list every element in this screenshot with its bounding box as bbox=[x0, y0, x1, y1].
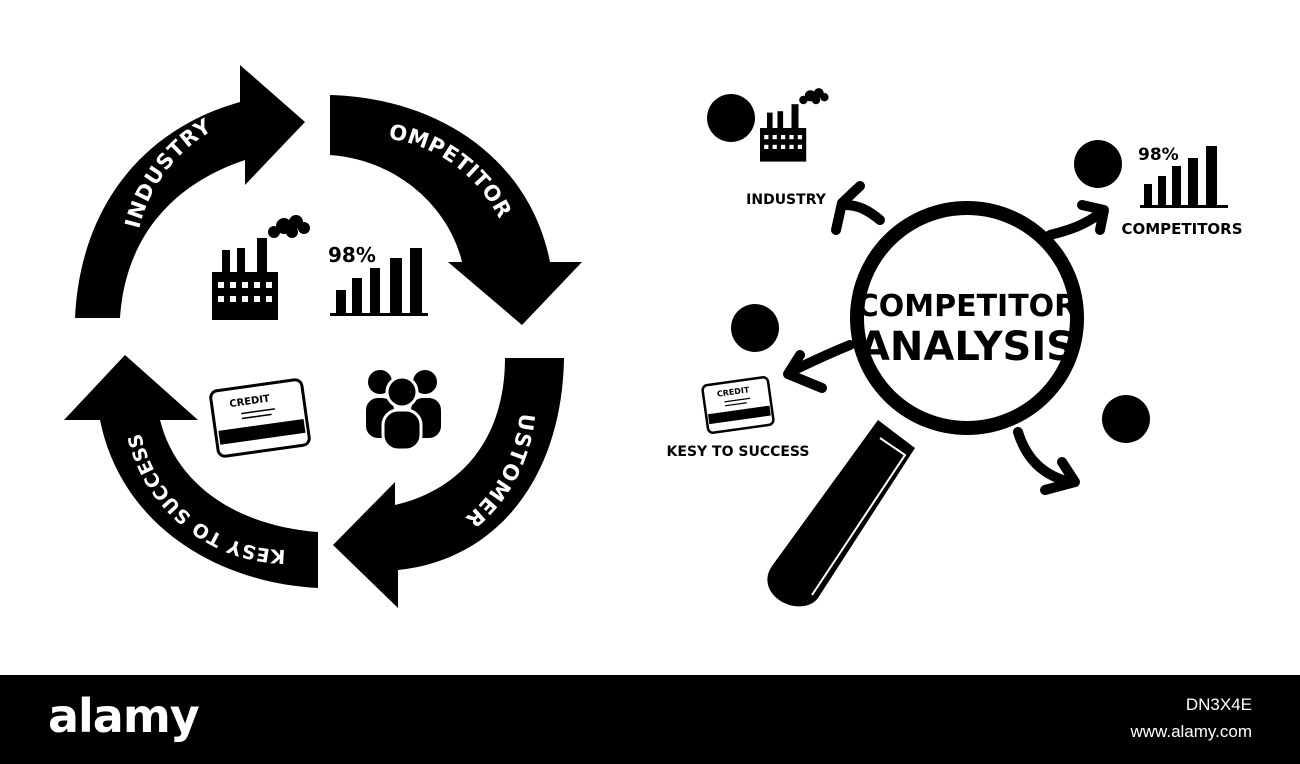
percent-label: 98% bbox=[328, 243, 376, 267]
competitors-arrow bbox=[330, 95, 582, 325]
alamy-logo: alamy bbox=[48, 689, 200, 743]
percent-label: 98% bbox=[1138, 145, 1179, 165]
people-icon bbox=[366, 370, 441, 452]
magnifier-handle bbox=[767, 420, 915, 607]
industry-caption: INDUSTRY bbox=[746, 192, 827, 208]
credit-card-icon: CREDIT bbox=[701, 376, 775, 434]
site-url: www.alamy.com bbox=[1130, 722, 1252, 741]
dot-icon bbox=[1102, 395, 1150, 443]
infographic: INDUSTRY COMPETITORS CUSTOMERS KESY TO S… bbox=[0, 0, 1243, 608]
dot-icon bbox=[731, 304, 779, 352]
keys-to-success-caption: KESY TO SUCCESS bbox=[667, 444, 810, 460]
competitors-caption: COMPETITORS bbox=[1121, 220, 1242, 238]
bar-chart-icon: 98% bbox=[328, 243, 428, 316]
image-id: DN3X4E bbox=[1185, 695, 1252, 714]
dot-icon bbox=[707, 94, 755, 142]
bar-chart-icon: 98% bbox=[1138, 145, 1228, 208]
analysis-title-line2: ANALYSIS bbox=[859, 324, 1075, 370]
factory-icon bbox=[212, 215, 310, 320]
watermark-footer: alamy DN3X4E www.alamy.com bbox=[0, 675, 1300, 764]
keys-to-success-arrow bbox=[64, 355, 318, 588]
credit-card-icon: CREDIT bbox=[209, 378, 311, 458]
magnifier-diagram: COMPETITOR ANALYSIS bbox=[667, 88, 1243, 607]
factory-icon bbox=[760, 88, 829, 162]
customers-arrow bbox=[333, 358, 564, 608]
cycle-diagram: INDUSTRY COMPETITORS CUSTOMERS KESY TO S… bbox=[0, 0, 582, 608]
dot-icon bbox=[1074, 140, 1122, 188]
analysis-title-line1: COMPETITOR bbox=[857, 289, 1078, 324]
magnifier-lens bbox=[850, 201, 1084, 435]
industry-arrow bbox=[75, 65, 305, 318]
arrow-icon bbox=[783, 181, 1109, 495]
